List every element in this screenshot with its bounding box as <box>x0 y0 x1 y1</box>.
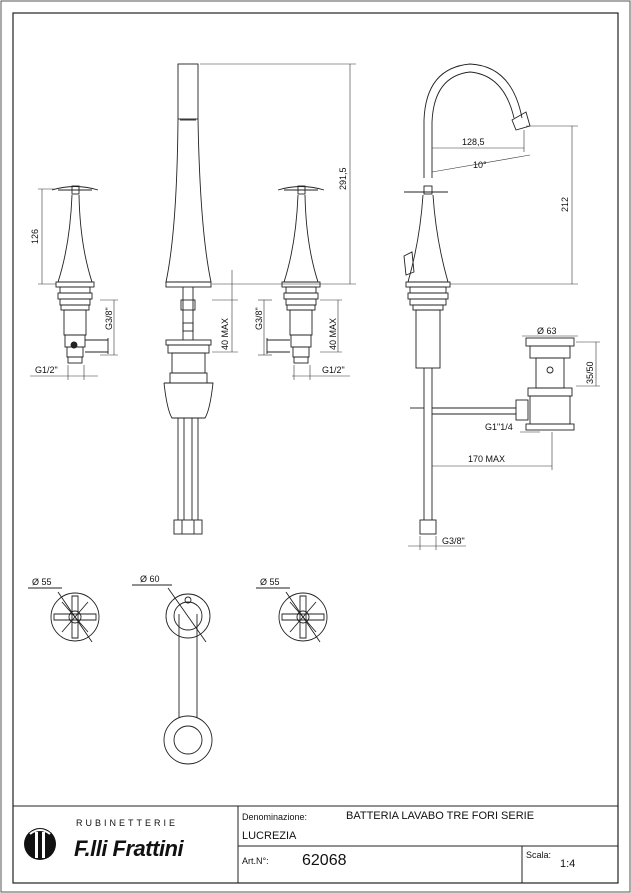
spout-front-elevation <box>163 63 214 535</box>
scale-label: Scala: <box>526 850 552 860</box>
dim-40-max-b: 40 MAX <box>328 318 338 350</box>
title-block-frame <box>13 805 618 883</box>
dim-128-5: 128,5 <box>462 137 485 147</box>
dim-angle-10: 10° <box>473 160 487 170</box>
dim-d55-right: Ø 55 <box>260 577 280 587</box>
brand-tagline: RUBINETTERIE <box>76 818 179 828</box>
art-number-value: 62068 <box>302 852 347 869</box>
left-handle-dimensions <box>30 188 118 380</box>
dim-40-max-a: 40 MAX <box>220 318 230 350</box>
denominazione-value-line2: LUCREZIA <box>242 830 297 842</box>
right-handle-plan <box>256 587 328 643</box>
scale-value: 1:4 <box>560 858 576 870</box>
dim-g12-right: G1/2" <box>322 365 345 375</box>
left-handle-elevation <box>51 185 109 364</box>
dim-d60: Ø 60 <box>140 574 160 584</box>
spout-dimensions <box>200 63 356 353</box>
dim-g38-bottom: G3/8" <box>442 536 465 546</box>
dim-291-5: 291,5 <box>338 167 348 190</box>
dim-35-50: 35/50 <box>585 361 595 384</box>
dim-g38-left: G3/8" <box>104 307 114 330</box>
right-handle-dimensions <box>258 299 350 380</box>
dim-212: 212 <box>560 197 570 212</box>
denominazione-value-line1: BATTERIA LAVABO TRE FORI SERIE <box>346 810 535 822</box>
right-handle-elevation <box>266 185 325 364</box>
denominazione-label: Denominazione: <box>242 812 308 822</box>
brand-name: F.lli Frattini <box>74 836 184 861</box>
dim-126: 126 <box>30 229 40 244</box>
side-elevation-dimensions <box>408 125 600 550</box>
brand-logo-mark <box>24 828 56 860</box>
spout-plan <box>132 584 213 765</box>
dim-d55-left: Ø 55 <box>32 577 52 587</box>
dim-170-max: 170 MAX <box>468 454 505 464</box>
inner-border <box>12 12 619 884</box>
dim-g1-1-4: G1"1/4 <box>485 422 513 432</box>
dim-d63: Ø 63 <box>537 326 557 336</box>
art-number-label: Art.N°: <box>242 856 269 866</box>
left-handle-plan <box>28 587 100 643</box>
dim-g12-left: G1/2" <box>35 365 58 375</box>
dim-g38-right: G3/8" <box>254 307 264 330</box>
